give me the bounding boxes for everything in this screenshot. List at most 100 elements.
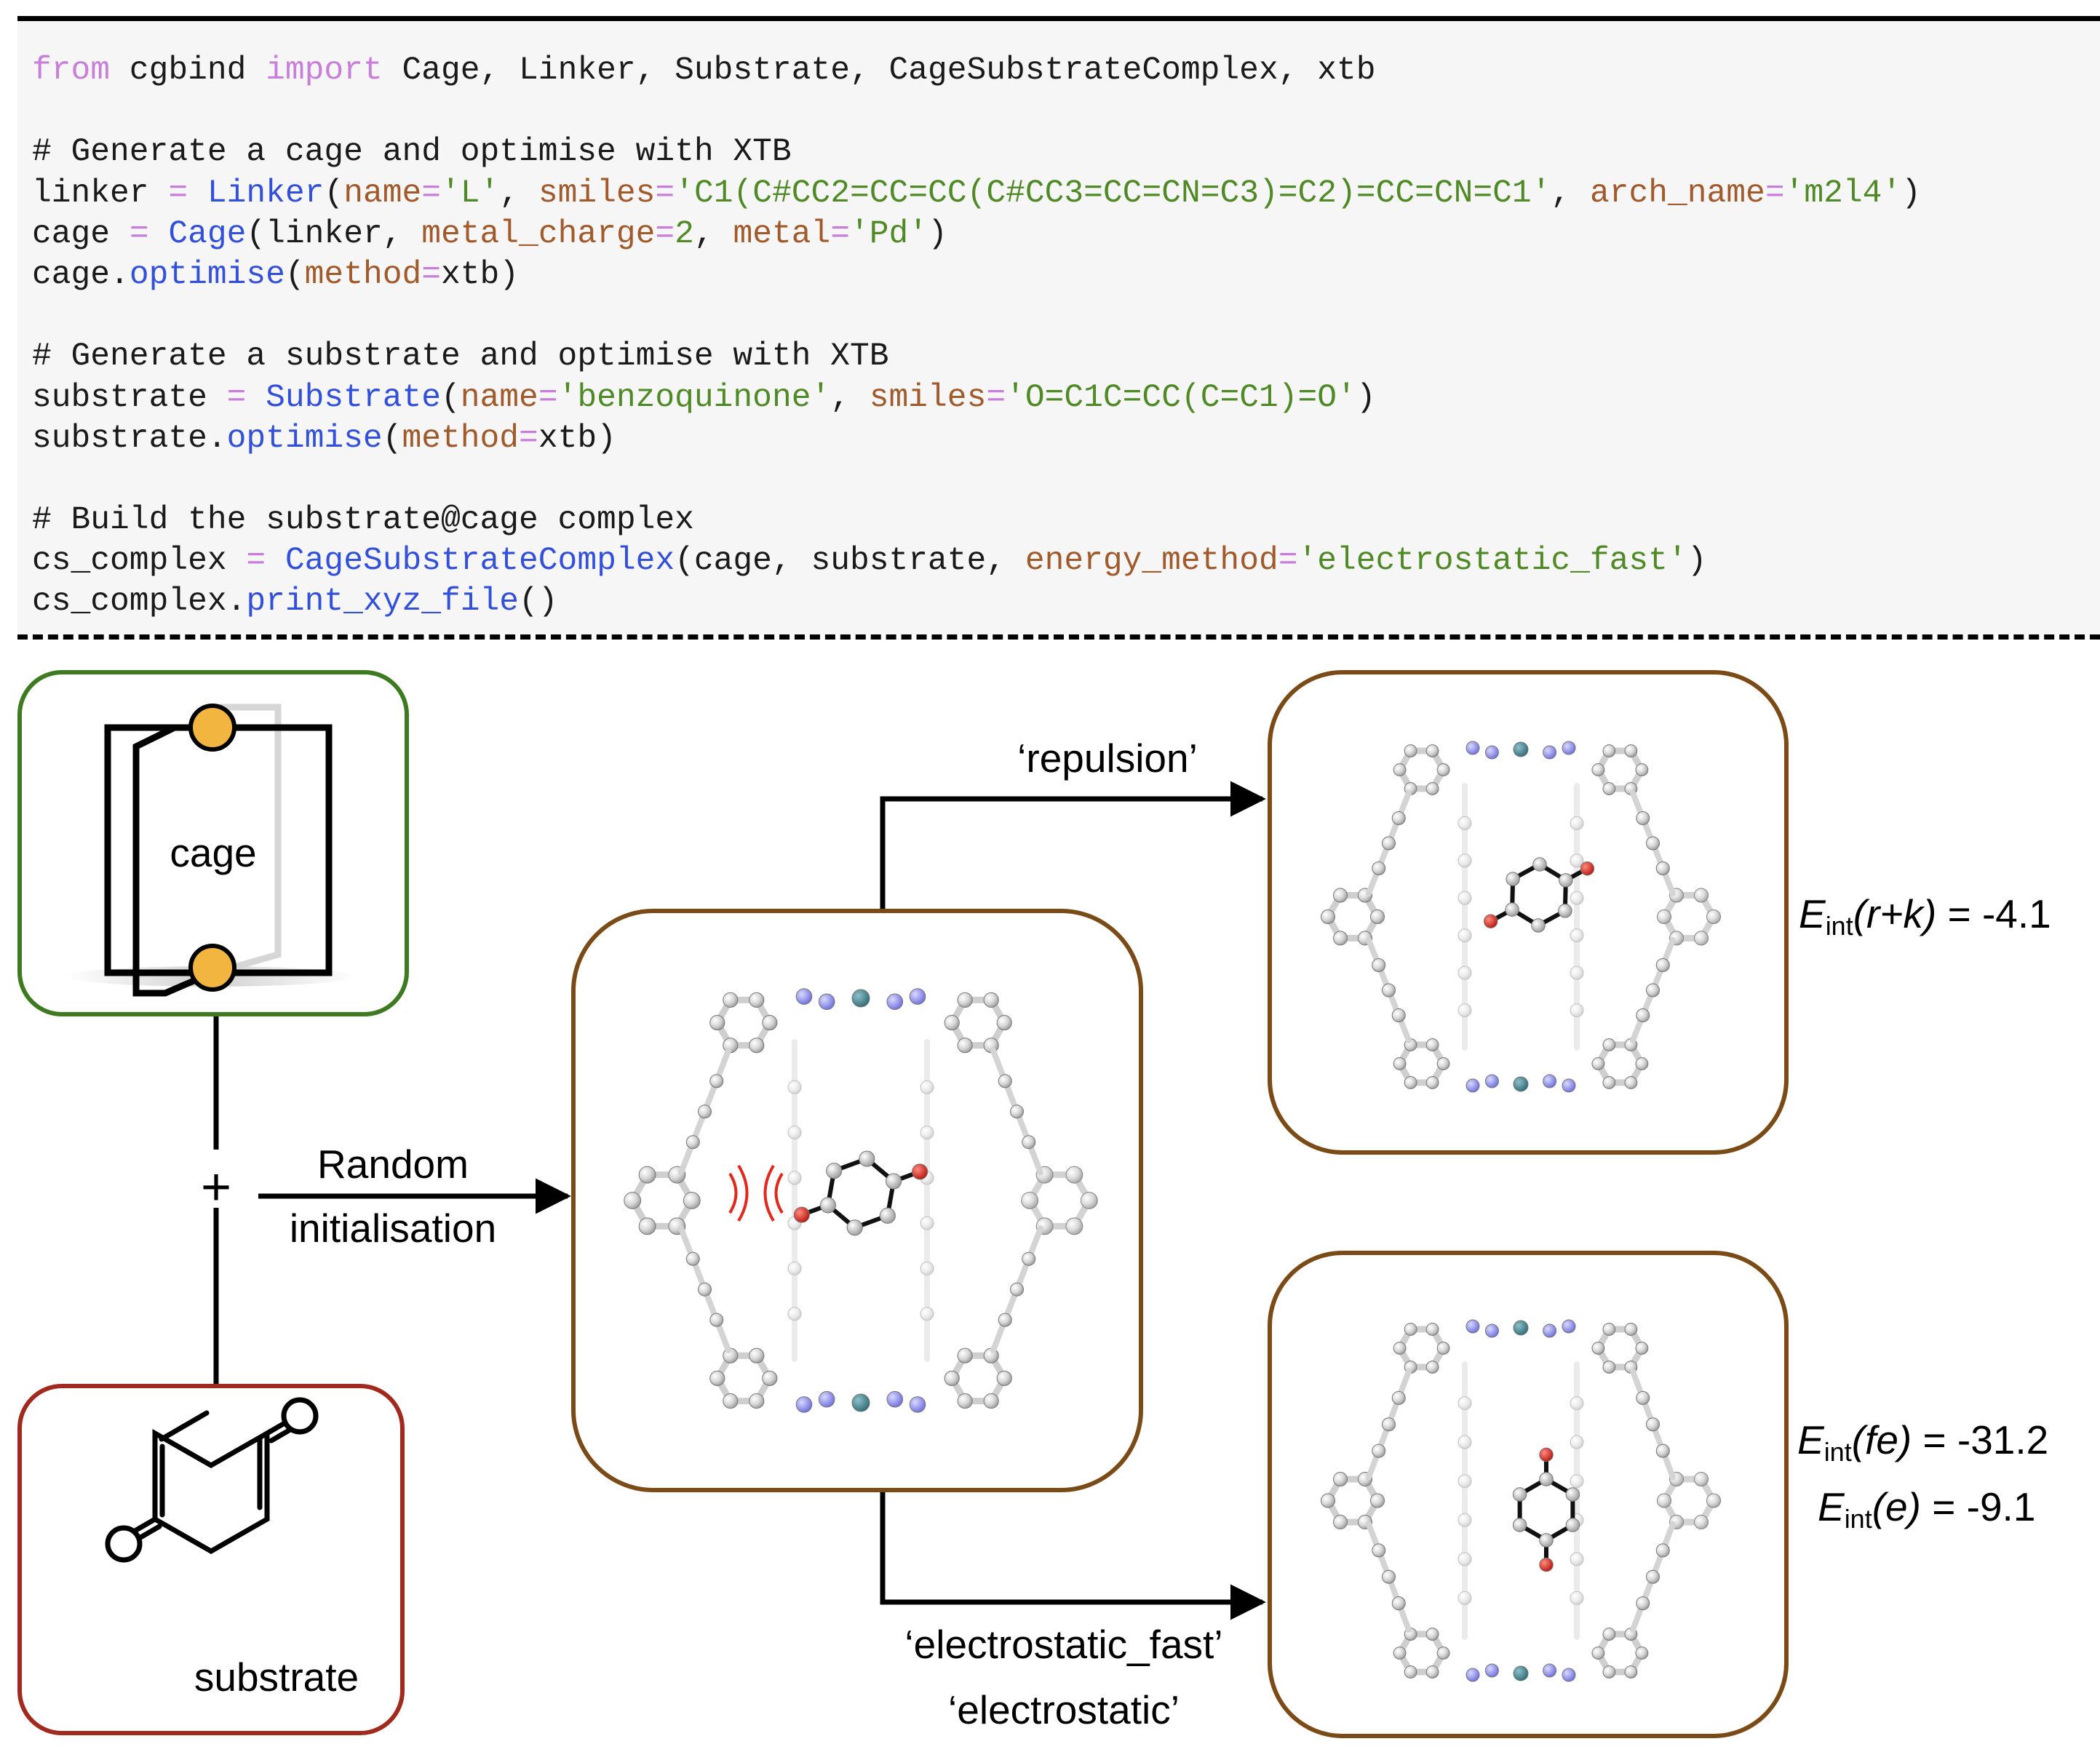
carbon-atom xyxy=(957,1347,973,1363)
carbon-atom xyxy=(1602,1323,1616,1336)
nitrogen-atom xyxy=(795,1396,813,1413)
carbon-atom xyxy=(1655,861,1670,875)
carbon-atom xyxy=(1570,1552,1584,1566)
carbon-atom xyxy=(1320,909,1336,925)
metal-node-bottom xyxy=(188,944,236,992)
nitrogen-atom xyxy=(818,993,835,1011)
code-line: cage = Cage(linker, metal_charge=2, meta… xyxy=(32,215,947,252)
carbon-atom xyxy=(1425,1076,1439,1089)
code-line: substrate = Substrate(name='benzoquinone… xyxy=(32,379,1376,416)
carbon-atom xyxy=(1372,1543,1386,1558)
carbon-atom xyxy=(1570,1590,1584,1605)
carbon-atom xyxy=(1506,872,1520,886)
carbon-atom xyxy=(1022,1251,1036,1266)
cage-label: cage xyxy=(170,830,257,875)
carbon-atom xyxy=(1065,1166,1083,1184)
carbon-atom xyxy=(1693,931,1709,946)
carbon-atom xyxy=(1382,1569,1396,1584)
carbon-atom xyxy=(1457,928,1472,943)
carbon-atom xyxy=(920,1307,934,1321)
carbon-atom xyxy=(1655,1543,1670,1558)
carbon-atom xyxy=(1457,1552,1472,1566)
carbon-atom xyxy=(1635,1646,1649,1660)
carbon-atom xyxy=(983,1393,999,1409)
carbon-atom xyxy=(762,1015,778,1031)
oxygen-atom xyxy=(793,1206,810,1223)
carbon-atom xyxy=(1570,928,1584,943)
carbon-atom xyxy=(1624,1323,1638,1336)
carbon-atom xyxy=(1457,891,1472,905)
nitrogen-atom xyxy=(1465,1078,1480,1093)
carbon-atom xyxy=(1404,1076,1417,1089)
carbon-atom xyxy=(1372,958,1386,972)
carbon-atom xyxy=(846,1219,863,1236)
plus-sign: + xyxy=(200,1158,232,1217)
energy-repulsion: Eint(r+k) = -4.1 xyxy=(1799,891,2051,941)
carbon-atom xyxy=(1532,857,1547,872)
carbon-atom xyxy=(1693,888,1709,903)
electrostatic-result-box xyxy=(1268,1251,1789,1738)
code-line xyxy=(32,295,1921,336)
carbon-atom xyxy=(1591,1057,1605,1070)
nitrogen-atom xyxy=(909,1396,926,1413)
carbon-atom xyxy=(1624,1076,1638,1089)
carbon-atom xyxy=(723,992,739,1008)
electrostatic-arrow xyxy=(880,1490,1266,1620)
carbon-atom xyxy=(709,1074,724,1088)
carbon-atom xyxy=(1591,1342,1605,1355)
carbon-atom xyxy=(1372,861,1386,875)
carbon-atom xyxy=(998,1313,1012,1327)
carbon-atom xyxy=(1393,763,1407,776)
carbon-atom xyxy=(1080,1192,1098,1209)
metal-node-top xyxy=(188,704,236,752)
code-line: # Generate a cage and optimise with XTB xyxy=(32,134,792,171)
carbon-atom xyxy=(1332,888,1348,903)
oxygen-atom xyxy=(1580,861,1595,876)
carbon-atom xyxy=(1570,853,1584,868)
dashed-separator xyxy=(17,634,2100,640)
nitrogen-atom xyxy=(1562,1319,1576,1334)
electrostatic-fast-label: ‘electrostatic_fast’ xyxy=(904,1622,1223,1667)
carbon-atom xyxy=(787,1171,802,1185)
carbon-atom xyxy=(1636,1596,1650,1611)
substrate-box xyxy=(17,1384,405,1735)
carbon-atom xyxy=(1591,1646,1605,1660)
oxygen-atom xyxy=(1539,1557,1554,1572)
carbon-atom xyxy=(1505,902,1519,917)
carbon-atom xyxy=(1646,1569,1660,1584)
nitrogen-atom xyxy=(909,988,926,1005)
carbon-atom xyxy=(1602,744,1616,757)
carbon-atom xyxy=(1425,744,1439,757)
code-line: linker = Linker(name='L', smiles='C1(C#C… xyxy=(32,175,1921,212)
repulsion-result-box xyxy=(1268,670,1789,1155)
carbon-atom xyxy=(1539,1472,1554,1486)
nitrogen-atom xyxy=(1484,1323,1499,1338)
carbon-atom xyxy=(957,1038,973,1054)
diagram-canvas xyxy=(17,670,1789,1738)
carbon-atom xyxy=(624,1192,642,1209)
code-line: # Generate a substrate and optimise with… xyxy=(32,338,889,375)
carbon-atom xyxy=(1425,1361,1439,1374)
carbon-atom xyxy=(723,1393,739,1409)
nitrogen-atom xyxy=(795,988,813,1005)
carbon-atom xyxy=(886,1173,902,1190)
carbon-atom xyxy=(1636,1390,1650,1405)
carbon-atom xyxy=(996,1370,1012,1386)
carbon-atom xyxy=(683,1192,701,1209)
carbon-atom xyxy=(920,1261,934,1275)
nitrogen-atom xyxy=(1562,1078,1576,1093)
cage-box xyxy=(17,670,409,1016)
carbon-atom xyxy=(1602,1076,1616,1089)
carbon-atom xyxy=(1369,909,1385,925)
carbon-atom xyxy=(1570,965,1584,980)
carbon-atom xyxy=(1570,1474,1584,1489)
carbon-atom xyxy=(1624,744,1638,757)
code-line: cs_complex.print_xyz_file() xyxy=(32,584,558,621)
code-line: substrate.optimise(method=xtb) xyxy=(32,420,616,457)
carbon-atom xyxy=(1010,1282,1024,1297)
carbon-atom xyxy=(1404,744,1417,757)
carbon-atom xyxy=(1332,1514,1348,1529)
carbon-atom xyxy=(1457,853,1472,868)
palladium-atom xyxy=(1513,1665,1529,1681)
carbon-atom xyxy=(749,1393,765,1409)
